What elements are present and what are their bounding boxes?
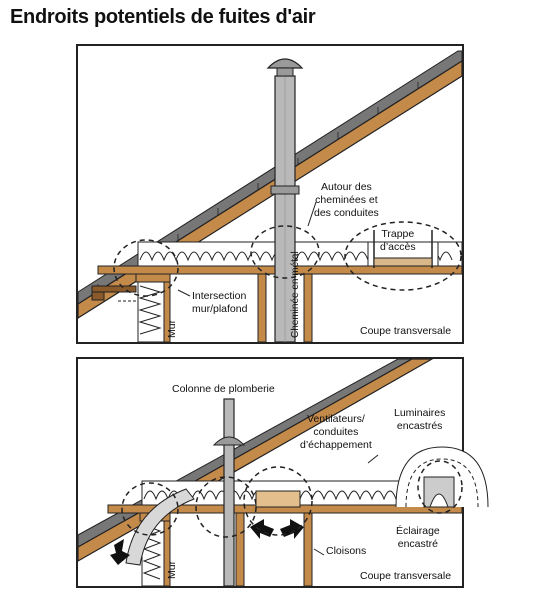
label-exhaust-fans: Ventilateurs/ conduites d’échappement [300, 413, 372, 451]
label-wall-bottom: Mur [166, 560, 178, 579]
soffit-board [91, 285, 137, 293]
arrow-up-right [280, 519, 304, 539]
leak-circle-wall-ceiling [121, 482, 179, 536]
leak-circle-hatch [344, 221, 462, 291]
caption-bottom: Coupe transversale [360, 570, 452, 582]
label-metal-chimney: Cheminée en métal [290, 251, 301, 338]
label-recessed-fixtures: Luminaires encastrés [394, 407, 446, 432]
plumbing-stack [223, 398, 235, 587]
leak-circle-recessed-light [417, 460, 463, 514]
leak-circle-chimney [250, 225, 320, 279]
arrow-up-left [250, 519, 274, 539]
label-partitions: Cloisons [326, 545, 367, 557]
eave-bracket [91, 291, 105, 301]
partition-stud-left [235, 512, 245, 587]
leak-circle-plumbing [195, 476, 257, 538]
interior-stud-left [257, 273, 267, 343]
top-cross-section-panel: Autour des cheminées et des conduites Tr… [76, 44, 464, 344]
recessed-light-bulb [429, 493, 449, 508]
leak-zone-circles [121, 460, 463, 538]
label-recessed-lighting: Éclairage encastré [396, 525, 440, 550]
label-chimneys: Autour des cheminées et des conduites [314, 181, 379, 219]
bottom-cross-section-drawing [77, 358, 489, 587]
arrow-down-left [110, 539, 130, 565]
caption-top: Coupe transversale [360, 325, 452, 337]
plumbing-flashing [212, 436, 246, 446]
interior-stud-right [303, 273, 313, 343]
partition-stud-right [303, 512, 313, 587]
label-wall-top: Mur [166, 319, 178, 338]
top-cross-section-drawing [77, 50, 463, 343]
label-wall-ceiling-intersection: Intersection mur/plafond [192, 290, 248, 315]
chimney-cap [266, 58, 304, 69]
top-plate [135, 273, 171, 283]
chimney-collar [270, 185, 300, 195]
leak-circle-wall-ceiling [113, 239, 179, 297]
label-access-hatch: Trappe d’accès [380, 228, 416, 253]
label-plumbing-stack: Colonne de plomberie [172, 383, 275, 395]
leak-zone-circles [113, 221, 462, 297]
bottom-cross-section-panel: Colonne de plomberie Ventilateurs/ condu… [76, 357, 489, 588]
leader-lines [313, 454, 379, 556]
exterior-wall-stud [163, 281, 171, 343]
exhaust-fan-box [255, 490, 301, 508]
exterior-wall-stud [163, 520, 171, 587]
leader-lines [118, 201, 317, 302]
leak-circle-exhaust [243, 466, 313, 536]
wall-insulation-zigzag [138, 285, 162, 335]
roof-shingles [77, 50, 463, 305]
attic-hatch-panel [373, 257, 433, 267]
diagram-title: Endroits potentiels de fuites d'air [10, 6, 316, 28]
